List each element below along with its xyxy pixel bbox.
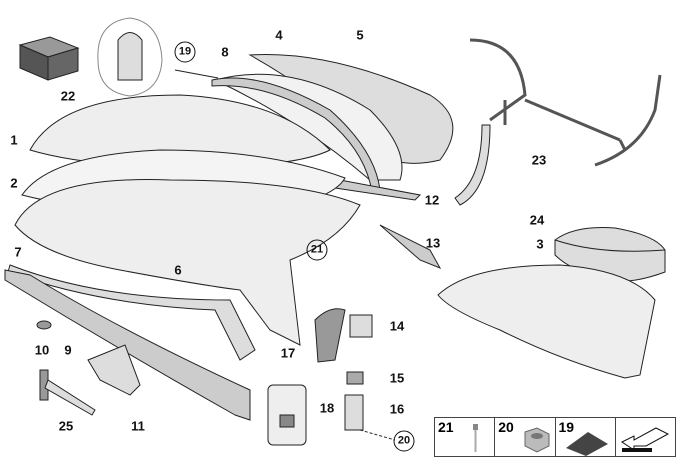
label-3: 3	[536, 236, 544, 252]
part-25-tool	[39, 369, 96, 416]
label-13: 13	[425, 235, 441, 251]
legend-rivet: 21	[435, 418, 496, 456]
part-18-latch	[279, 414, 295, 428]
label-20: 20	[393, 430, 415, 452]
arrow-icon	[620, 427, 669, 452]
label-24: 24	[529, 212, 545, 228]
part-7-frame	[7, 264, 256, 361]
part-11-bracket	[87, 344, 141, 396]
legend-label-21: 21	[438, 419, 454, 435]
leader-20	[359, 429, 396, 441]
part-10-clip	[36, 320, 52, 330]
label-4: 4	[275, 27, 283, 43]
part-23-frame	[469, 38, 662, 167]
rivet-icon	[473, 424, 478, 452]
part-19-inset	[97, 17, 163, 97]
label-17: 17	[280, 345, 296, 361]
label-5: 5	[356, 27, 364, 43]
label-16: 16	[389, 401, 405, 417]
part-roof-shell	[14, 179, 361, 346]
label-1: 1	[10, 132, 18, 148]
part-3-wind-deflector	[437, 264, 656, 379]
label-22: 22	[60, 88, 76, 104]
label-18: 18	[319, 400, 335, 416]
part-16-latch	[344, 394, 364, 431]
label-9: 9	[64, 342, 72, 358]
label-21: 21	[306, 239, 328, 261]
part-22-block	[18, 36, 80, 81]
pad-icon	[565, 432, 608, 456]
part-13-strip	[379, 224, 442, 269]
legend-label-20: 20	[498, 419, 514, 435]
legend-arrow	[616, 418, 675, 456]
label-7: 7	[14, 244, 22, 260]
label-15: 15	[389, 370, 405, 386]
label-10: 10	[34, 342, 50, 358]
part-9-rail	[4, 269, 251, 421]
label-19: 19	[174, 41, 196, 63]
label-8: 8	[221, 44, 229, 60]
legend-label-19: 19	[558, 419, 575, 435]
part-17-trim	[314, 308, 346, 363]
parts-legend: 21 20 19	[434, 417, 676, 457]
label-23: 23	[531, 152, 547, 168]
nut-icon	[524, 427, 550, 453]
part-seal-right	[454, 124, 491, 206]
part-15-nut	[346, 371, 364, 385]
label-11: 11	[131, 418, 145, 434]
leader-19	[174, 69, 219, 79]
legend-pad: 19	[556, 418, 616, 456]
legend-nut: 20	[495, 418, 556, 456]
part-14-hinge	[349, 314, 373, 338]
label-6: 6	[174, 262, 182, 278]
label-2: 2	[10, 175, 18, 191]
label-14: 14	[389, 318, 405, 334]
label-12: 12	[424, 192, 440, 208]
label-25: 25	[58, 418, 74, 434]
